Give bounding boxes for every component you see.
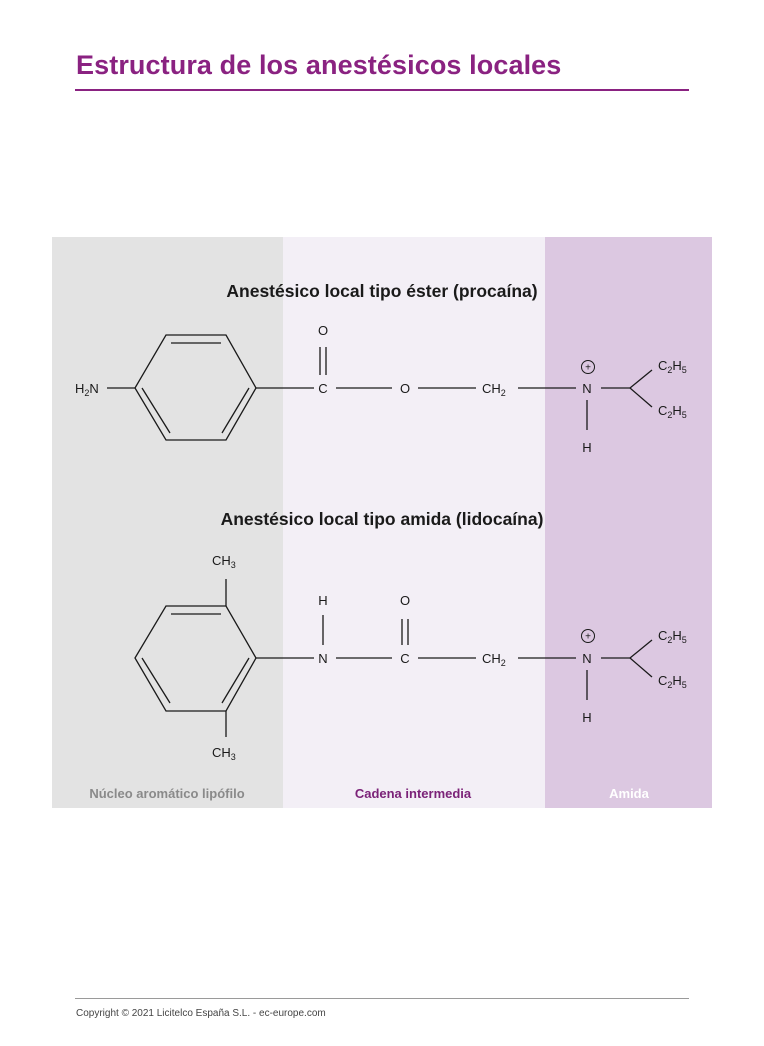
amide-bonds bbox=[134, 579, 653, 737]
amide-nh-hydrogen: H bbox=[318, 593, 327, 608]
ester-carbonyl-oxygen: O bbox=[318, 323, 328, 338]
ester-amine-group: H2N bbox=[75, 381, 99, 398]
amide-charge: + bbox=[585, 632, 591, 643]
amide-ethyl-bottom: C2H5 bbox=[658, 673, 687, 690]
ester-ch2: CH2 bbox=[482, 381, 506, 398]
ester-ethyl-bottom: C2H5 bbox=[658, 403, 687, 420]
amide-ethyl-top: C2H5 bbox=[658, 628, 687, 645]
amide-amine-nitrogen: N bbox=[582, 651, 591, 666]
region-lipophilic-bg bbox=[52, 237, 283, 808]
region-amide-bg bbox=[545, 237, 712, 808]
ester-charge: + bbox=[585, 363, 591, 374]
amide-carbonyl-carbon: C bbox=[400, 651, 409, 666]
ester-bonds bbox=[107, 334, 653, 441]
amide-methyl-top: CH3 bbox=[212, 553, 236, 570]
ester-carbonyl-carbon: C bbox=[318, 381, 327, 396]
region-intermediate-bg bbox=[283, 237, 545, 808]
ester-ethyl-top: C2H5 bbox=[658, 358, 687, 375]
amide-ch2: CH2 bbox=[482, 651, 506, 668]
ester-oxygen: O bbox=[400, 381, 410, 396]
amide-carbonyl-oxygen: O bbox=[400, 593, 410, 608]
region-amide-label: Amida bbox=[609, 786, 650, 801]
copyright-notice: Copyright © 2021 Licitelco España S.L. -… bbox=[76, 1008, 326, 1019]
ester-hydrogen: H bbox=[582, 440, 591, 455]
structure-diagram: Anestésico local tipo éster (procaína) bbox=[52, 237, 712, 808]
footer-divider bbox=[75, 998, 689, 999]
amide-methyl-bottom: CH3 bbox=[212, 745, 236, 762]
ester-nitrogen: N bbox=[582, 381, 591, 396]
diagram-canvas: Anestésico local tipo éster (procaína) bbox=[52, 237, 712, 808]
ester-title: Anestésico local tipo éster (procaína) bbox=[226, 281, 537, 301]
amide-title: Anestésico local tipo amida (lidocaína) bbox=[221, 509, 544, 529]
amide-hydrogen: H bbox=[582, 710, 591, 725]
region-lipophilic-label: Núcleo aromático lipófilo bbox=[89, 786, 244, 801]
page-title: Estructura de los anestésicos locales bbox=[76, 50, 562, 80]
title-underline bbox=[75, 89, 689, 91]
amide-nitrogen: N bbox=[318, 651, 327, 666]
region-intermediate-label: Cadena intermedia bbox=[355, 786, 472, 801]
